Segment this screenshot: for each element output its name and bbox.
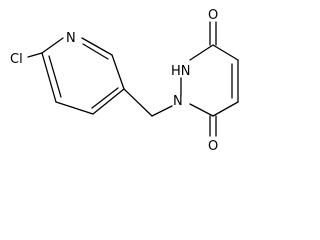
pyridine-ring (27, 37, 125, 115)
bond-c6-c5 (111, 54, 125, 90)
pyridazinedione-ring (180, 21, 239, 137)
bond-c4-c3 (55, 101, 94, 115)
atom-label-nh: HN (171, 64, 191, 79)
atom-label-cl: Cl (10, 52, 23, 67)
bond-c5-c4 (92, 88, 125, 115)
bond-c2-n1 (41, 37, 64, 54)
structure-diagram: Cl N HN N O O (10, 8, 239, 154)
bond-c6-n1 (189, 103, 214, 117)
bond-c5-ch2 (123, 88, 153, 117)
bond-n1-c6 (81, 37, 113, 56)
bond-ch2-n (151, 105, 173, 117)
bond-c5-c4-inner (91, 87, 119, 109)
bond-c5-c6 (212, 101, 239, 117)
atom-label-n-pyridine: N (66, 31, 76, 46)
bond-n2-c3 (189, 44, 214, 61)
methylene-linker (123, 88, 173, 117)
bond-c3-c2 (41, 52, 57, 103)
bond-c3-c2-inner (48, 55, 62, 98)
bond-n1-c6-inner (82, 43, 109, 60)
bond-c3-c4 (212, 44, 239, 61)
atom-label-n-ring: N (173, 94, 183, 109)
bond-c2-cl (27, 52, 43, 58)
atom-label-o-top: O (208, 8, 218, 23)
atom-label-o-bottom: O (208, 139, 218, 154)
